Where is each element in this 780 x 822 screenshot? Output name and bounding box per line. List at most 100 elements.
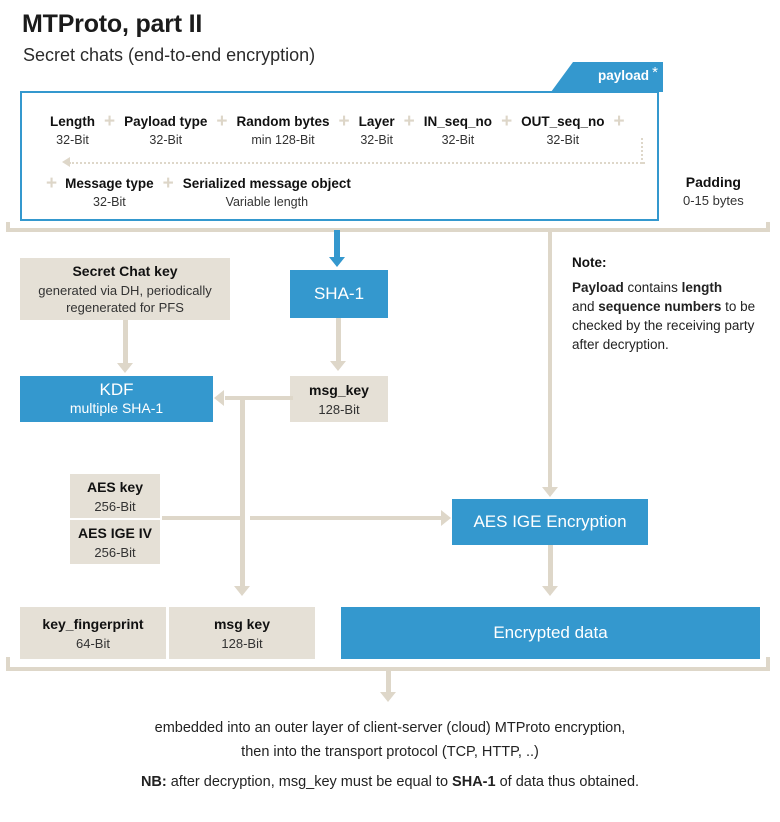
result-key-fingerprint-subtitle: 64-Bit — [76, 635, 110, 651]
note-line1-bold-length: length — [681, 280, 723, 295]
node-aes-ige-encryption: AES IGE Encryption — [452, 499, 648, 545]
connector-payload-to-aes-encryption — [548, 230, 552, 488]
connector-msg-key-to-result — [240, 396, 245, 588]
connector-result-to-footer — [386, 670, 391, 694]
note-block: Note: Payload contains length and sequen… — [572, 255, 772, 354]
payload-wrap-arrow-icon — [62, 157, 70, 167]
arrow-right-icon-aes-encryption — [441, 510, 451, 526]
result-bracket-right-tick — [766, 657, 770, 671]
payload-bracket-horizontal — [6, 228, 770, 232]
connector-aes-encryption-to-encrypted-data — [548, 545, 553, 589]
result-encrypted-data-title: Encrypted data — [493, 623, 608, 642]
note-body: Payload contains length and sequence num… — [572, 278, 772, 354]
payload-field-size: Variable length — [225, 195, 309, 209]
result-msg-key-subtitle: 128-Bit — [221, 635, 263, 651]
payload-field-separator: + — [162, 173, 174, 194]
result-bracket-left-tick — [6, 657, 10, 671]
result-key-fingerprint-title: key_fingerprint — [42, 615, 144, 632]
footer-nb-text-a: after decryption, msg_key must be equal … — [166, 774, 453, 790]
padding-name: Padding — [685, 174, 741, 190]
note-line3: checked by the receiving party — [572, 318, 755, 333]
connector-payload-to-sha1 — [334, 230, 340, 258]
result-msg-key-title: msg key — [213, 615, 271, 632]
payload-bracket-right-tick — [766, 222, 770, 232]
payload-field-size: 32-Bit — [546, 133, 580, 147]
footer-line-2: then into the transport protocol (TCP, H… — [241, 744, 539, 760]
node-aes-key: AES key 256-Bit — [70, 474, 160, 518]
page-title: MTProto, part II — [22, 10, 203, 38]
payload-field-size: min 128-Bit — [251, 133, 315, 147]
result-key-fingerprint: key_fingerprint 64-Bit — [20, 607, 166, 659]
note-line1-mid: contains — [623, 280, 682, 295]
payload-field-separator: + — [501, 111, 513, 132]
footer-nb-bold: SHA-1 — [452, 774, 496, 790]
payload-field-name: Message type — [65, 176, 154, 191]
payload-tab-label: payload — [597, 68, 649, 83]
payload-field-name: OUT_seq_no — [521, 114, 605, 129]
payload-field-separator: + — [338, 111, 350, 132]
arrow-down-icon-encrypted-data — [542, 586, 558, 596]
footer-nb: NB: after decryption, msg_key must be eq… — [0, 774, 780, 790]
node-msg-key: msg_key 128-Bit — [290, 376, 388, 422]
connector-sha1-to-msg-key — [336, 318, 341, 362]
payload-tab-asterisk: * — [652, 64, 658, 81]
padding-label: Padding 0-15 bytes — [683, 174, 744, 208]
payload-field: Payload type 32-Bit — [124, 113, 207, 149]
payload-bracket-left-tick — [6, 222, 10, 232]
footer-description: embedded into an outer layer of client-s… — [0, 716, 780, 764]
note-line2-post: to be — [721, 299, 756, 314]
connector-aes-material-segment-2 — [250, 516, 444, 520]
aes-ige-encryption-title: AES IGE Encryption — [473, 512, 627, 531]
footer-nb-label: NB: — [140, 774, 167, 790]
payload-wrap-connector-vertical — [641, 138, 645, 164]
note-line2-bold: sequence numbers — [598, 299, 722, 314]
payload-field-size: 32-Bit — [93, 195, 126, 209]
payload-field: IN_seq_no 32-Bit — [424, 113, 492, 149]
payload-field-separator: + — [104, 111, 116, 132]
payload-box: Length 32-Bit + Payload type 32-Bit + Random b… — [20, 91, 659, 221]
payload-field-size: 32-Bit — [360, 133, 393, 147]
arrow-down-icon-msg-key — [330, 361, 346, 371]
arrow-down-icon-footer — [380, 692, 396, 702]
payload-field-size: 32-Bit — [149, 133, 183, 147]
payload-fields-row-1: Length 32-Bit + Payload type 32-Bit + Random b… — [50, 111, 634, 149]
note-title: Note: — [572, 255, 607, 270]
payload-field-name: IN_seq_no — [423, 114, 493, 129]
payload-field-name: Length — [50, 114, 95, 129]
node-kdf: KDF multiple SHA-1 — [20, 376, 213, 422]
payload-field: OUT_seq_no 32-Bit — [521, 113, 604, 149]
payload-field-size: 32-Bit — [56, 133, 89, 147]
sha1-title: SHA-1 — [313, 284, 365, 303]
result-bracket-horizontal — [6, 667, 770, 671]
result-encrypted-data: Encrypted data — [341, 607, 760, 659]
secret-chat-key-subtitle: generated via DH, periodically regenerat… — [38, 283, 212, 315]
aes-ige-iv-subtitle: 256-Bit — [94, 544, 136, 560]
note-line1-bold-payload: Payload — [572, 280, 624, 295]
payload-field-name: Payload type — [124, 114, 208, 129]
result-msg-key: msg key 128-Bit — [169, 607, 315, 659]
page-subtitle: Secret chats (end-to-end encryption) — [23, 45, 316, 65]
node-sha1: SHA-1 — [290, 270, 388, 318]
payload-field-separator: + — [613, 111, 625, 132]
connector-msg-key-to-kdf — [225, 396, 293, 400]
footer-nb-text-b: of data thus obtained. — [495, 774, 640, 790]
payload-field-name: Layer — [358, 114, 395, 129]
kdf-title: KDF — [99, 380, 134, 399]
msg-key-subtitle: 128-Bit — [318, 401, 360, 417]
padding-size: 0-15 bytes — [683, 193, 744, 208]
payload-field-name: Serialized message object — [182, 176, 351, 191]
payload-wrap-connector — [69, 162, 645, 166]
payload-fields-row-2: + Message type 32-Bit + Serialized message o… — [46, 173, 351, 211]
payload-field-size: 32-Bit — [441, 133, 475, 147]
aes-key-subtitle: 256-Bit — [94, 498, 136, 514]
note-line4: after decryption. — [572, 337, 669, 352]
payload-tab: payload * — [551, 62, 663, 92]
arrow-down-icon-result-msg-key — [234, 586, 250, 596]
secret-chat-key-title: Secret Chat key — [72, 263, 178, 279]
payload-field-separator: + — [216, 111, 228, 132]
note-line2-pre: and — [572, 299, 599, 314]
node-secret-chat-key: Secret Chat key generated via DH, period… — [20, 258, 230, 320]
payload-field-separator: + — [46, 173, 58, 194]
